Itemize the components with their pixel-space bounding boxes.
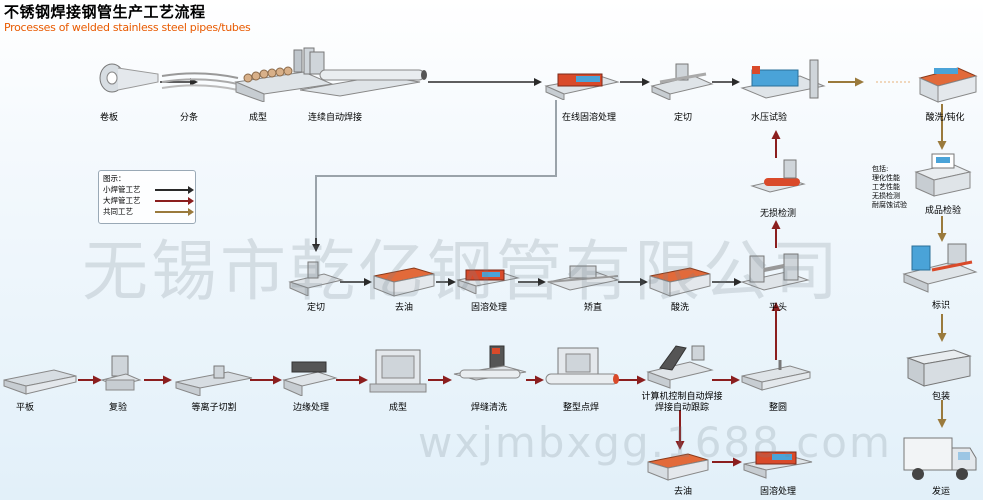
label-straighten: 矫直	[583, 303, 603, 313]
label-recheck: 复验	[108, 403, 128, 413]
straightening-machine	[546, 265, 620, 291]
pickling-tank	[918, 67, 978, 103]
slitting-machine	[161, 72, 239, 91]
label-solution-bottom: 固溶处理	[759, 487, 797, 497]
edge-machine	[282, 361, 338, 396]
note-line: 无损检测	[872, 192, 900, 200]
label-edge-process: 边缘处理	[292, 403, 330, 413]
label-package: 包装	[931, 392, 951, 402]
label-form-small: 成型	[248, 113, 268, 123]
legend-label: 共同工艺	[103, 207, 133, 216]
label-cut-mid: 定切	[306, 303, 326, 313]
facing-machine	[740, 253, 810, 291]
cutting-machine-top	[650, 63, 714, 100]
title-block: 不锈钢焊接钢管生产工艺流程 Processes of welded stainl…	[4, 1, 251, 34]
note-line: 工艺性能	[872, 183, 900, 191]
inspection-station	[914, 153, 972, 197]
legend-arrow-common	[155, 208, 194, 216]
label-degrease-mid: 去油	[394, 303, 414, 313]
label-degrease-bottom: 去油	[673, 487, 693, 497]
note-line: 耐腐蚀试验	[872, 201, 907, 209]
forming-machine-large	[369, 349, 427, 393]
cutting-machine-mid	[288, 261, 344, 296]
title-chinese: 不锈钢焊接钢管生产工艺流程	[4, 3, 206, 21]
label-ndt: 无损检测	[759, 209, 797, 219]
legend-heading: 图示：	[103, 174, 126, 183]
label-marking: 标识	[931, 301, 951, 311]
note-line: 理化性能	[872, 174, 900, 182]
shipping-truck	[903, 437, 977, 480]
label-pickle: 酸洗	[670, 303, 690, 313]
label-ship: 发运	[931, 487, 951, 497]
inspection-notes: 包括: 理化性能 工艺性能 无损检测 耐腐蚀试验	[872, 165, 907, 210]
pickling-machine-mid	[649, 267, 711, 297]
label-cont-weld: 连续自动焊接	[307, 113, 363, 123]
label-seam-track: 焊接自动跟踪	[654, 403, 710, 413]
legend-item-large: 大焊管工艺	[103, 195, 194, 206]
legend-label: 小焊管工艺	[103, 185, 141, 194]
inline-solution-furnace	[544, 73, 620, 100]
degrease-machine-bottom	[647, 453, 709, 481]
label-flat-head: 平头	[768, 303, 788, 313]
cnc-welding-machine	[646, 345, 714, 389]
degrease-machine-mid	[373, 267, 435, 297]
ndt-machine	[750, 159, 806, 193]
label-solution-mid: 固溶处理	[470, 303, 508, 313]
label-product-inspect: 成品检验	[924, 206, 962, 216]
label-cnc-weld: 计算机控制自动焊接	[641, 392, 723, 402]
label-plasma-cut: 等离子切割	[191, 403, 237, 413]
label-weld-clean: 焊缝清洗	[470, 403, 508, 413]
label-coil: 卷板	[99, 113, 119, 123]
label-form-large: 成型	[388, 403, 408, 413]
rounding-machine	[741, 360, 811, 391]
legend-arrow-large	[155, 197, 194, 205]
label-slit: 分条	[179, 113, 199, 123]
coil-machine	[99, 63, 159, 93]
legend-item-common: 共同工艺	[103, 206, 194, 217]
weld-cleaning-machine	[453, 345, 527, 381]
label-inline-solution: 在线固溶处理	[561, 113, 617, 123]
marking-machine	[902, 243, 978, 293]
legend-label: 大焊管工艺	[103, 196, 141, 205]
label-hydro-test: 水压试验	[750, 113, 788, 123]
label-pickle-passivate: 酸洗/钝化	[925, 113, 965, 123]
solution-furnace-mid	[456, 269, 520, 294]
plasma-cutting-machine	[175, 365, 253, 396]
hydro-test-machine	[740, 59, 826, 99]
note-line: 包括:	[872, 165, 889, 173]
label-round: 整圆	[768, 403, 788, 413]
solution-furnace-bottom	[743, 451, 813, 479]
legend-item-small: 小焊管工艺	[103, 184, 194, 195]
tack-welding-machine	[545, 347, 619, 385]
continuous-welding-machine	[300, 51, 427, 97]
legend: 图示： 小焊管工艺 大焊管工艺 共同工艺	[98, 170, 196, 224]
recheck-machine	[100, 355, 142, 391]
plate-table	[3, 369, 77, 395]
label-cut-small: 定切	[673, 113, 693, 123]
legend-arrow-small	[155, 186, 194, 194]
label-tack-weld: 整型点焊	[562, 403, 600, 413]
label-plate: 平板	[15, 403, 35, 413]
package-crate	[906, 349, 972, 387]
title-english: Processes of welded stainless steel pipe…	[4, 21, 251, 34]
